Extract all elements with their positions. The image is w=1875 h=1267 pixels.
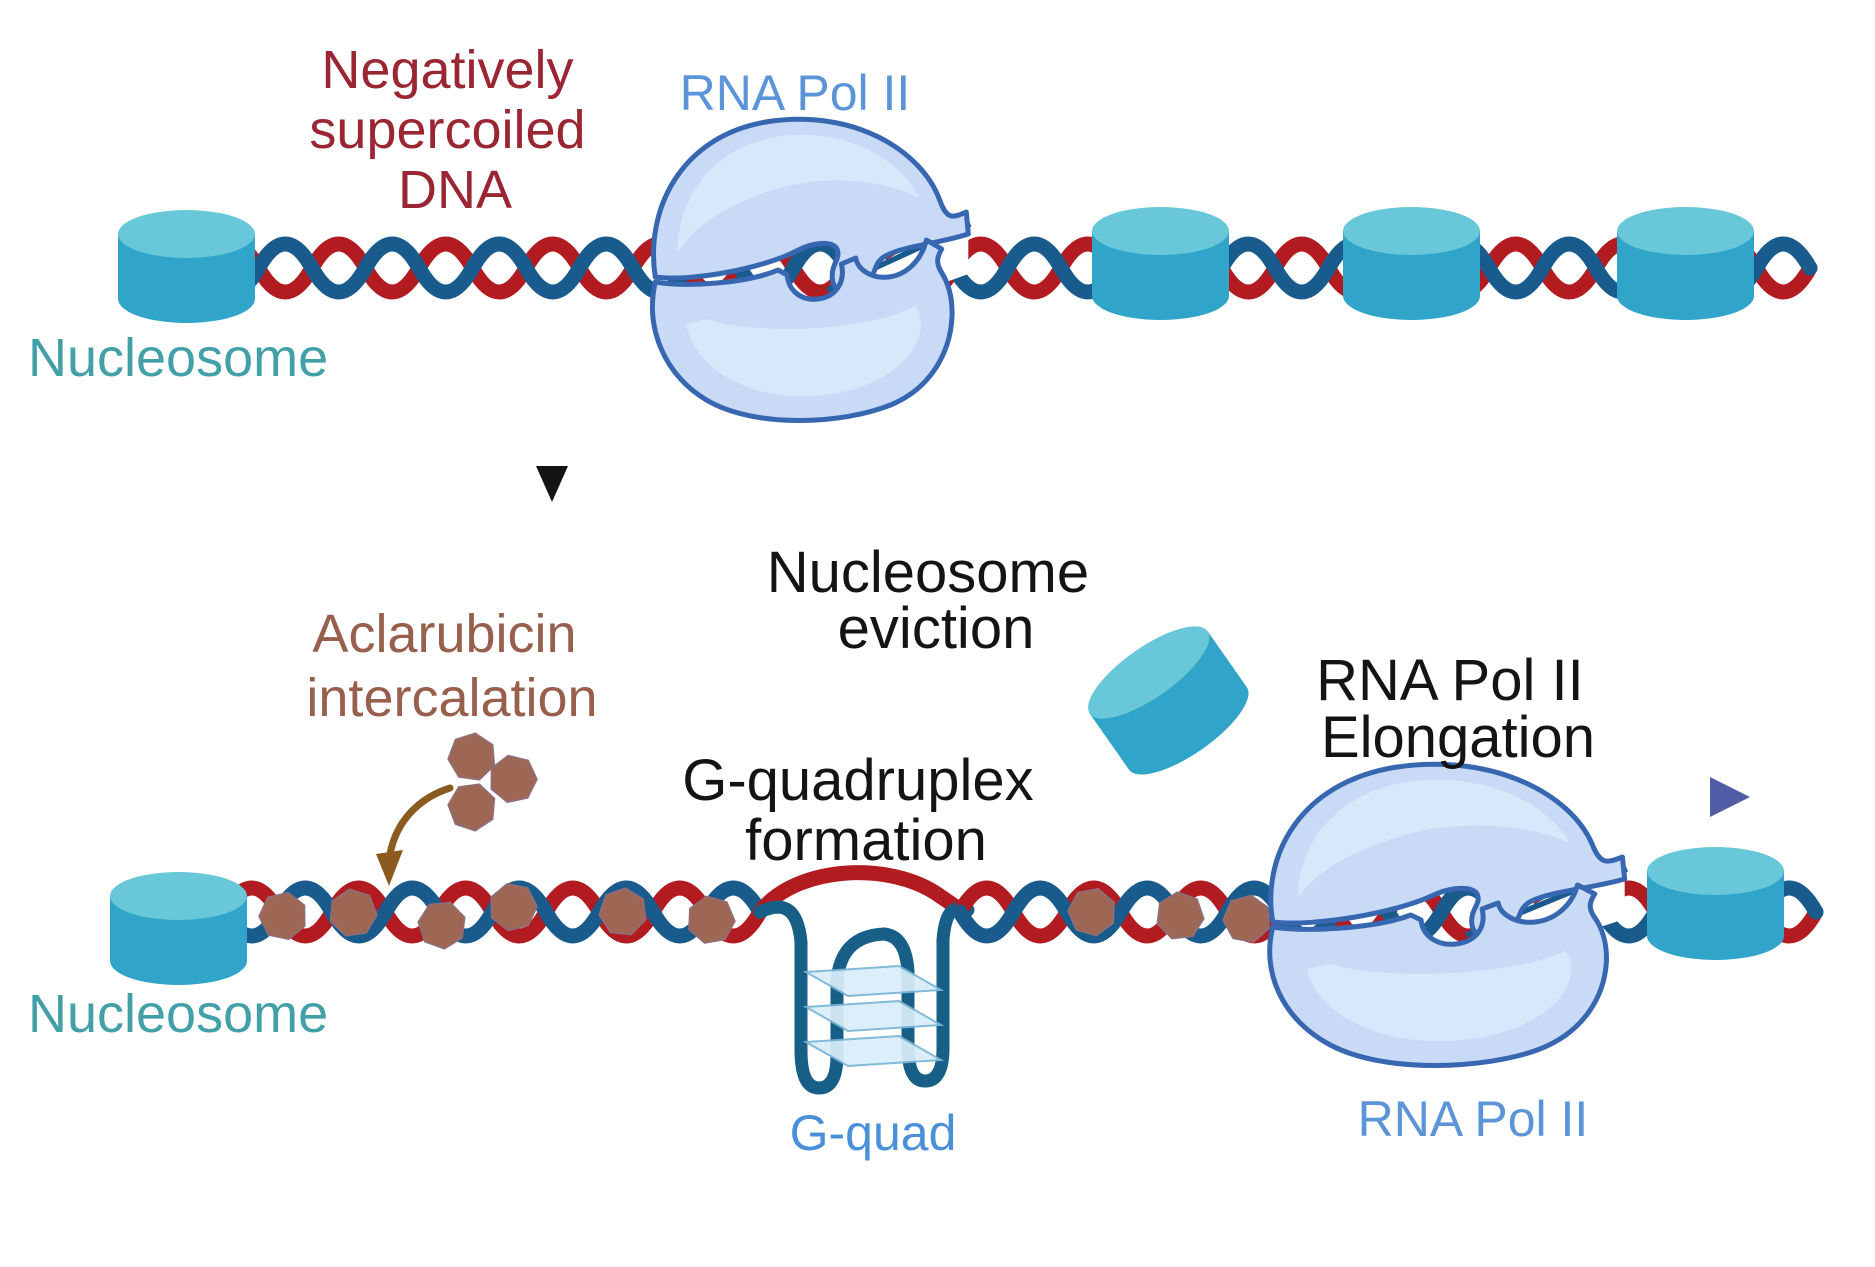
aclarubicin-molecule-icon bbox=[411, 893, 473, 955]
aclarubicin-molecule-icon bbox=[445, 729, 500, 783]
intercalation-arrow-icon bbox=[376, 784, 454, 886]
nucleosome-bottom-label: Nucleosome bbox=[28, 984, 328, 1044]
dna-strand-blue-icon bbox=[197, 236, 1818, 300]
rna-pol-ii-top-label: RNA Pol II bbox=[680, 65, 911, 121]
rna-pol-ii-elongation-label: RNA Pol II Elongation bbox=[1316, 648, 1600, 770]
g-quartet-planes-icon bbox=[802, 964, 945, 1068]
nucleosome-icon bbox=[1343, 207, 1480, 320]
negatively-supercoiled-dna-label: Negatively supercoiled DNA bbox=[309, 40, 600, 220]
elongation-arrow-icon bbox=[1505, 777, 1750, 817]
nucleosome-eviction-label: Nucleosome eviction bbox=[767, 540, 1106, 661]
g-quad-label: G-quad bbox=[790, 1105, 957, 1161]
nucleosome-icon bbox=[1647, 847, 1784, 960]
g-quad-strand-icon bbox=[753, 900, 975, 1095]
dna-helix-top bbox=[197, 236, 1818, 300]
rna-polymerase-icon bbox=[653, 119, 971, 420]
nucleosome-icon bbox=[118, 210, 255, 323]
nucleosome-icon bbox=[1092, 207, 1229, 320]
nucleosome-top-label: Nucleosome bbox=[28, 328, 328, 388]
nucleosome-icon bbox=[110, 872, 247, 985]
step-down-arrow-icon bbox=[536, 392, 568, 502]
g-quadruplex-formation-label: G-quadruplex formation bbox=[682, 748, 1050, 873]
rna-pol-ii-bottom-label: RNA Pol II bbox=[1358, 1091, 1589, 1147]
nucleosome-icon bbox=[1617, 207, 1754, 320]
aclarubicin-intercalation-label: Aclarubicin intercalation bbox=[306, 604, 597, 728]
evicted-nucleosome-icon bbox=[1075, 610, 1262, 791]
aclarubicin-free-molecules bbox=[442, 729, 542, 836]
g-quadruplex-structure bbox=[753, 900, 975, 1095]
